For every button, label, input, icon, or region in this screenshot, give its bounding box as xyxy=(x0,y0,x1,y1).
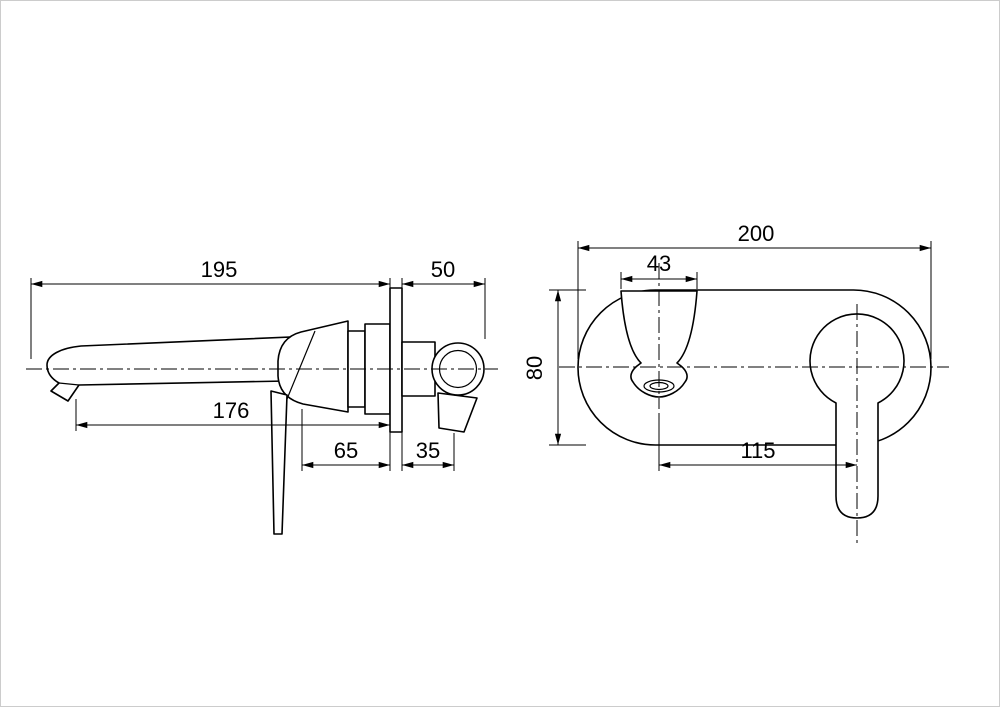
wall-plate-side xyxy=(389,287,403,433)
front-view: 200 43 80 115 xyxy=(522,221,949,543)
dim-80-label: 80 xyxy=(522,356,547,380)
dim-115-label: 115 xyxy=(740,438,775,463)
dim-200: 200 xyxy=(577,221,932,359)
side-view: 195 50 176 65 35 xyxy=(26,257,498,535)
dim-195: 195 xyxy=(30,257,391,359)
valve-lower-fitting xyxy=(437,392,478,433)
lever-handle-blade xyxy=(270,390,288,535)
mixer-body-cone xyxy=(277,320,349,413)
dim-50-label: 50 xyxy=(431,257,455,282)
dim-65: 65 xyxy=(301,409,391,471)
dim-43: 43 xyxy=(620,251,698,289)
dim-35: 35 xyxy=(401,432,455,471)
dim-65-label: 65 xyxy=(334,438,358,463)
dim-176-label: 176 xyxy=(213,398,250,423)
dim-50: 50 xyxy=(401,257,486,339)
dim-195-label: 195 xyxy=(201,257,238,282)
dim-115: 115 xyxy=(658,413,857,471)
dim-80: 80 xyxy=(522,289,586,446)
spout-outlet-edge xyxy=(58,382,80,386)
dim-176: 176 xyxy=(75,398,390,431)
dim-35-label: 35 xyxy=(416,438,440,463)
dim-43-label: 43 xyxy=(647,251,671,276)
body-seam-line xyxy=(286,330,316,400)
dim-200-label: 200 xyxy=(738,221,775,246)
spout-profile xyxy=(46,334,339,402)
